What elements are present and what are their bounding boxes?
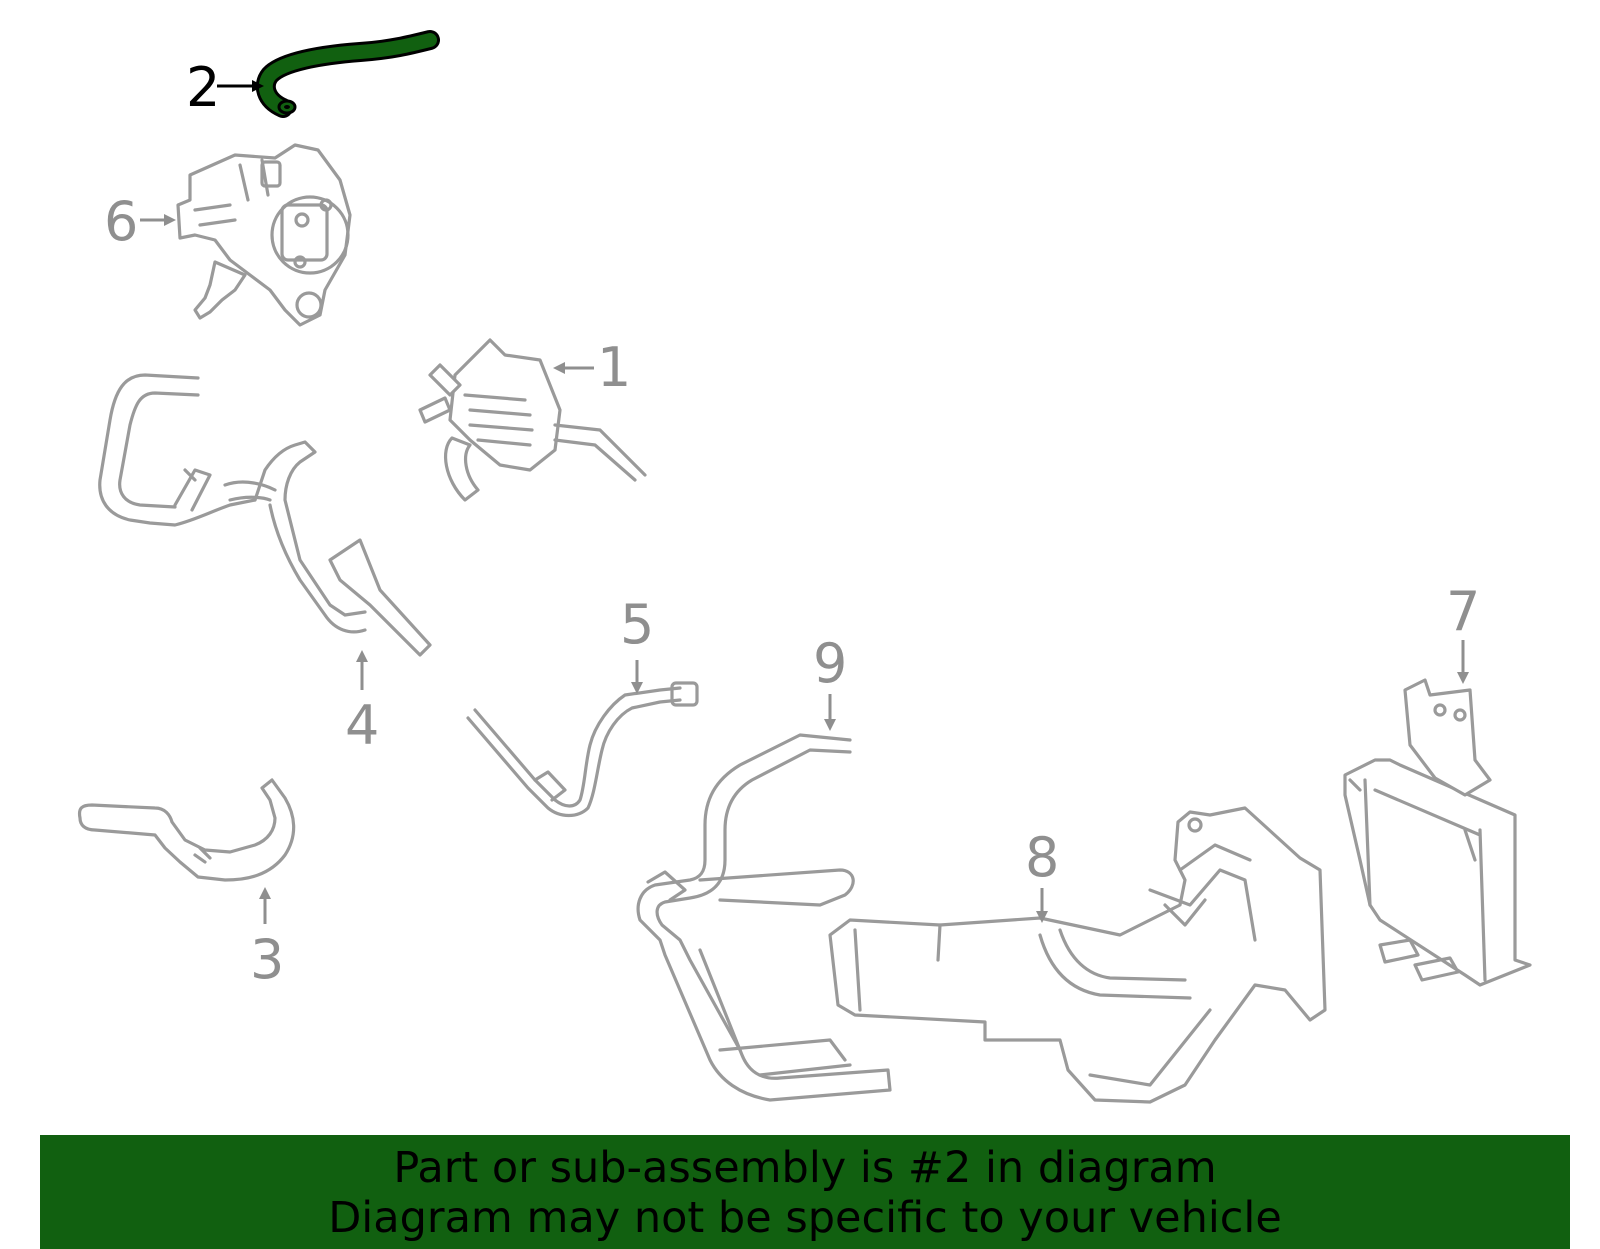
part-9-hose-assembly[interactable]	[636, 733, 892, 1102]
callout-9: 9	[813, 632, 847, 731]
callout-3: 3	[250, 887, 284, 991]
svg-text:9: 9	[813, 632, 847, 695]
part-6-thermostat-housing[interactable]	[176, 143, 352, 327]
svg-text:7: 7	[1446, 580, 1480, 643]
svg-text:3: 3	[250, 928, 284, 991]
callout-2: 2	[186, 56, 264, 119]
callout-6: 6	[104, 190, 176, 253]
part-3-hose[interactable]	[77, 778, 296, 882]
callout-1: 1	[553, 336, 631, 399]
info-banner: Part or sub-assembly is #2 in diagram Di…	[40, 1135, 1570, 1249]
callout-4: 4	[345, 650, 379, 757]
part-4-coolant-pipe[interactable]	[98, 373, 432, 657]
banner-line-1: Part or sub-assembly is #2 in diagram	[393, 1143, 1217, 1193]
callout-8: 8	[1025, 826, 1059, 923]
part-2-hose[interactable]	[255, 30, 440, 118]
svg-text:1: 1	[597, 336, 631, 399]
svg-text:5: 5	[620, 593, 654, 656]
part-7-cooler[interactable]	[1343, 678, 1532, 987]
callout-5: 5	[620, 593, 654, 694]
svg-text:2: 2	[186, 56, 220, 119]
banner-line-2: Diagram may not be specific to your vehi…	[328, 1193, 1282, 1243]
svg-text:8: 8	[1025, 826, 1059, 889]
part-1-oil-cooler[interactable]	[418, 338, 647, 502]
svg-text:6: 6	[104, 190, 138, 253]
callout-7: 7	[1446, 580, 1480, 684]
svg-text:4: 4	[345, 694, 379, 757]
part-5-tube[interactable]	[466, 681, 699, 818]
part-8-duct[interactable]	[828, 806, 1327, 1104]
